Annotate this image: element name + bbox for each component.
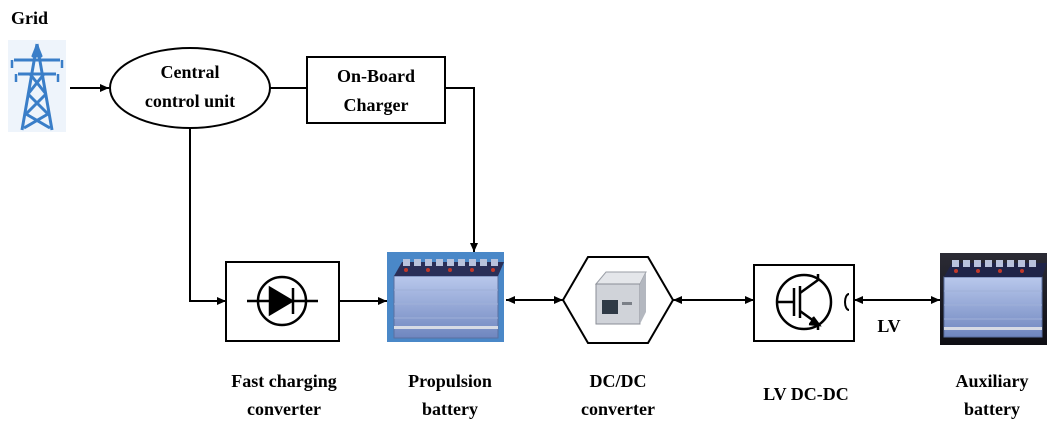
- central-control-line2: control unit: [145, 91, 235, 111]
- onboard-charger-line1: On-Board: [337, 66, 415, 86]
- lv-dcdc-label: LV DC-DC: [763, 384, 849, 404]
- igbt-icon: [775, 273, 833, 331]
- charger-to-battery-arrow: [445, 87, 478, 252]
- dcdc-label-line1: DC/DC: [590, 371, 647, 391]
- diode-icon: [247, 275, 318, 327]
- grid-label: Grid: [11, 8, 48, 28]
- control-to-fastcharger-arrow: [189, 128, 226, 305]
- lv-dcdc-cut-mark: [844, 293, 850, 311]
- auxiliary-label-line1: Auxiliary: [955, 371, 1028, 391]
- propulsion-battery-image: [387, 252, 504, 342]
- dcdc-converter-image: [594, 271, 647, 325]
- lv-label: LV: [877, 316, 900, 336]
- auxiliary-label-line2: battery: [964, 399, 1020, 419]
- onboard-charger-line2: Charger: [344, 95, 409, 115]
- transmission-tower-icon: [8, 40, 66, 132]
- onboard-charger-box: [306, 56, 446, 124]
- propulsion-label-line1: Propulsion: [408, 371, 492, 391]
- dcdc-label-line2: converter: [581, 399, 655, 419]
- fast-charging-label-line1: Fast charging: [231, 371, 337, 391]
- central-control-unit: [109, 47, 271, 129]
- fast-charging-label-line2: converter: [247, 399, 321, 419]
- central-control-line1: Central: [161, 62, 220, 82]
- propulsion-label-line2: battery: [422, 399, 478, 419]
- auxiliary-battery-image: [940, 253, 1047, 345]
